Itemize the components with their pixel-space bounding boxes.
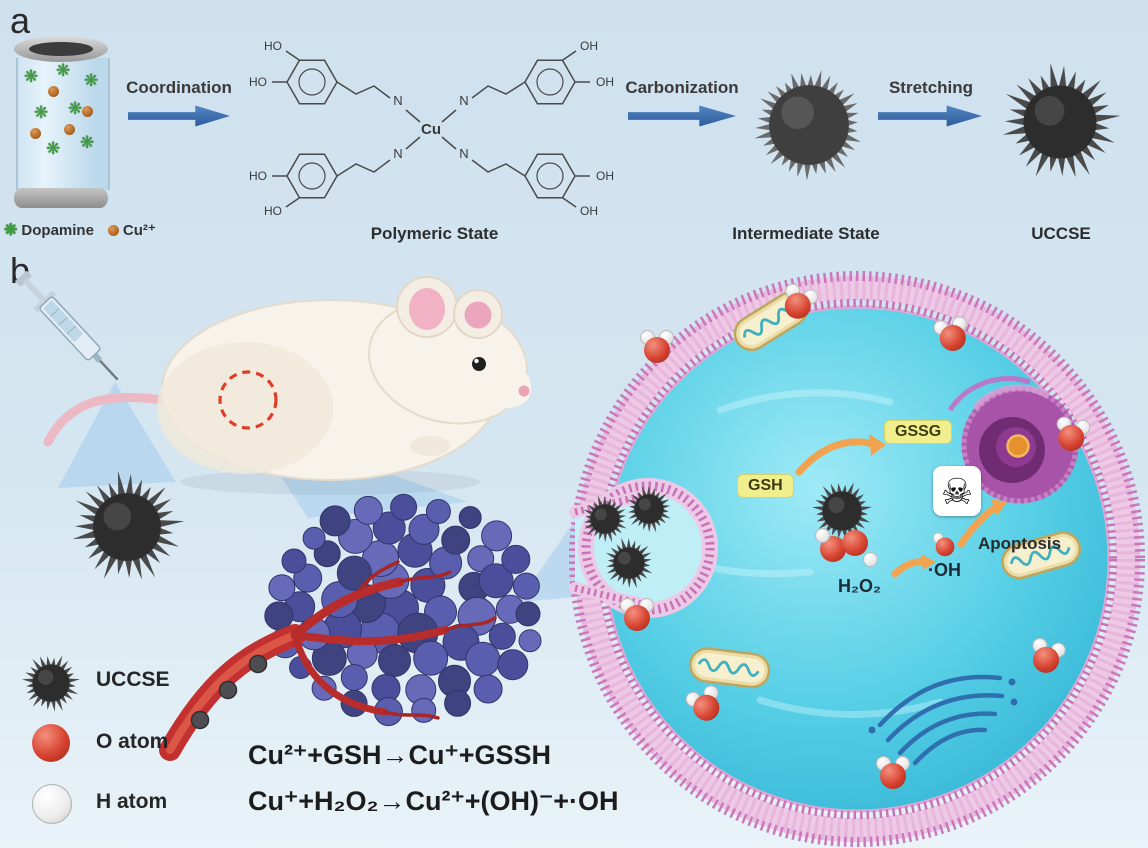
apoptosis-arrow [957, 499, 1007, 548]
uccse-legend-label: UCCSE [96, 668, 170, 691]
uccse-particle [583, 495, 627, 543]
particle-in-vessel [190, 710, 210, 730]
hydroxyl-radical-molecule [932, 532, 957, 557]
panel-a-label: a [10, 0, 31, 41]
panel-b-scene [15, 271, 1145, 847]
n-label: N [459, 93, 468, 108]
h2o2-label: H₂O₂ [838, 576, 881, 596]
o-atom-icon [32, 724, 70, 762]
hydrogen-peroxide-molecule [815, 526, 878, 567]
water-molecule [1052, 415, 1092, 453]
o-atom-label: O atom [96, 730, 169, 753]
dopamine-star-icon: ❋ [80, 133, 95, 152]
oh-label: OH [596, 75, 614, 89]
apoptosis-label: Apoptosis [978, 534, 1062, 553]
cu-ion-icon [48, 86, 59, 97]
beaker-body: ❋ ❋ ❋ ❋ ❋ ❋ ❋ [16, 58, 110, 190]
ho-label: HO [249, 169, 267, 183]
oh-radical-label: ·OH [928, 560, 961, 580]
carbonization-arrow [628, 105, 736, 127]
syringe [15, 271, 119, 381]
ho-label: HO [249, 75, 267, 89]
gsh-to-gssg-arrow [795, 434, 886, 476]
panel-a-legend: ❋ Dopamine Cu²⁺ [4, 220, 156, 240]
beaker-lid-center [29, 42, 93, 56]
stretching-label: Stretching [888, 78, 974, 97]
h-atom-icon [32, 784, 72, 824]
oh-label: OH [580, 39, 598, 53]
oh-label: OH [596, 169, 614, 183]
carbonization-label: Carbonization [625, 78, 739, 97]
polymeric-structure: Cu N N N N HO HO OH OH HO HO OH OH [249, 39, 614, 218]
oh-label: OH [580, 204, 598, 218]
golgi-apparatus [868, 674, 1018, 766]
stretching-arrow [878, 105, 982, 127]
mouse [43, 276, 532, 495]
coordination-arrow [128, 105, 230, 127]
particle-in-vessel [218, 680, 238, 700]
h-atom-label: H atom [96, 790, 168, 813]
n-label: N [459, 146, 468, 161]
particle-in-vessel [248, 654, 268, 674]
dopamine-star-icon: ❋ [24, 67, 39, 86]
polymeric-state-label: Polymeric State [370, 224, 499, 243]
nucleolus [1006, 434, 1030, 458]
dopamine-star-icon: ❋ [34, 103, 49, 122]
coordination-label: Coordination [126, 78, 232, 97]
dopamine-star-icon: ❋ [84, 71, 99, 90]
cu-ion-icon [64, 124, 75, 135]
cu-ion-icon [82, 106, 93, 117]
gssg-label: GSSG [884, 420, 953, 444]
dopamine-star-icon: ❋ [46, 139, 61, 158]
uccse-particle [627, 485, 671, 533]
cu-ion-icon [107, 224, 119, 236]
tumor-mass [264, 493, 542, 727]
mouse-eye [472, 357, 486, 371]
uccse-legend-icon [21, 655, 81, 712]
uccse-particle [72, 470, 185, 580]
apoptotic-nucleus [947, 376, 1079, 504]
intermediate-particle [754, 70, 862, 181]
cu-ion-icon [30, 128, 41, 139]
intermediate-state-label: Intermediate State [732, 224, 880, 243]
gsh-label: GSH [737, 474, 794, 498]
dopamine-beaker: ❋ ❋ ❋ ❋ ❋ ❋ ❋ [14, 36, 110, 218]
uccse-particle [1002, 63, 1121, 178]
equation-2: Cu⁺+H₂O₂→Cu²⁺+(OH)⁻+·OH [248, 786, 619, 816]
ho-label: HO [264, 39, 282, 53]
dopamine-star-icon: ❋ [68, 99, 83, 118]
uccse-particle [605, 537, 653, 589]
uccse-particle [811, 482, 873, 541]
water-molecule [640, 330, 674, 363]
beaker-base [14, 188, 108, 208]
water-molecule [620, 598, 654, 631]
cu-legend-label: Cu²⁺ [122, 222, 156, 239]
mouse-nose [518, 385, 530, 397]
dopamine-star-icon: ❋ [56, 61, 71, 80]
n-label: N [393, 146, 402, 161]
uccse-state-label: UCCSE [1031, 224, 1091, 243]
water-molecule [876, 756, 910, 789]
h2o2-to-oh-arrow [891, 554, 936, 578]
skull-icon: ☠ [933, 466, 981, 516]
cu-center-label: Cu [421, 121, 441, 138]
dopamine-legend-label: Dopamine [21, 221, 94, 239]
dopamine-star-icon: ❋ [4, 222, 18, 239]
n-label: N [393, 93, 402, 108]
blood-vessel [159, 560, 497, 761]
ho-label: HO [264, 204, 282, 218]
tumor-site-dashed-circle [218, 370, 278, 430]
equation-1: Cu²⁺+GSH→Cu⁺+GSSH [248, 740, 552, 770]
